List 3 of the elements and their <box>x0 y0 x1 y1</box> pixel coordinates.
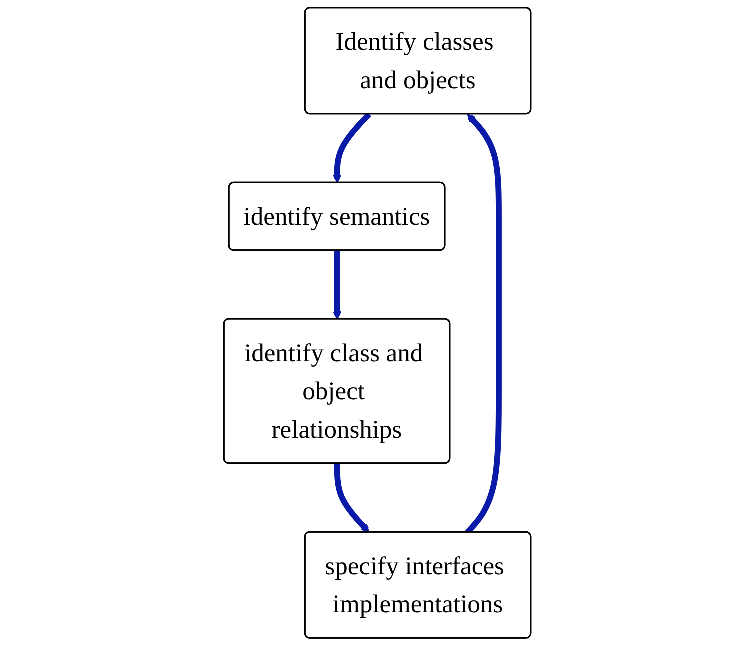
arrow <box>333 112 372 184</box>
arrow <box>333 250 342 320</box>
arrow <box>334 464 370 533</box>
